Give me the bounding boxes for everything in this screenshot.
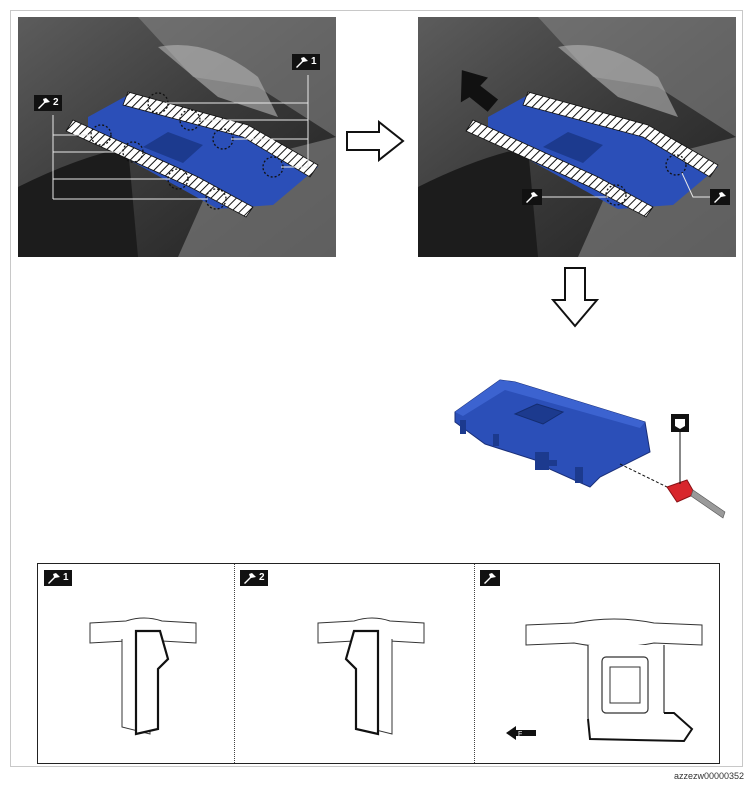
photo-door-panel-clips: 1 2 (18, 17, 336, 257)
clip-release-icon (244, 573, 256, 584)
detail-badge-clip-1: 1 (44, 570, 72, 586)
clip-detail-box: 1 2 F (37, 563, 720, 764)
detail-divider-2 (474, 564, 475, 763)
clip-release-icon (48, 573, 60, 584)
detail-badge-clip-3 (480, 570, 500, 586)
callout-label-clip-2: 2 (53, 97, 59, 108)
callout-badge-clip-2: 2 (34, 95, 62, 111)
clip-release-icon (296, 57, 308, 68)
clip-1-drawing (89, 617, 197, 736)
clip-release-icon (526, 192, 538, 203)
clip-2-drawing (317, 617, 425, 736)
step-arrow-right-icon (346, 120, 405, 162)
detail-divider-1 (234, 564, 235, 763)
callout-badge-clip-right (710, 189, 730, 205)
callout-badge-clip-1: 1 (292, 54, 320, 70)
clip-3-drawing (525, 618, 703, 743)
clip-release-icon (714, 192, 726, 203)
callout-badge-clip-left (522, 189, 542, 205)
figure-id: azzezw00000352 (673, 771, 744, 781)
clip-release-icon (484, 573, 496, 584)
callout-label-clip-1: 1 (311, 56, 317, 67)
diagram-frame (10, 10, 743, 767)
forward-arrow-icon: F (506, 726, 536, 740)
detail-label-clip-2: 2 (259, 572, 265, 583)
step-arrow-down-icon (551, 267, 599, 328)
detail-panel-clip-1: 1 (38, 564, 234, 763)
detail-label-clip-1: 1 (63, 572, 69, 583)
removed-switch-panel (454, 379, 726, 519)
detail-panel-clip-3: F (474, 564, 721, 763)
detail-badge-clip-2: 2 (240, 570, 268, 586)
svg-text:F: F (518, 731, 522, 738)
clip-release-icon (38, 98, 50, 109)
detail-panel-clip-2: 2 (234, 564, 474, 763)
photo-panel-removal (418, 17, 736, 257)
